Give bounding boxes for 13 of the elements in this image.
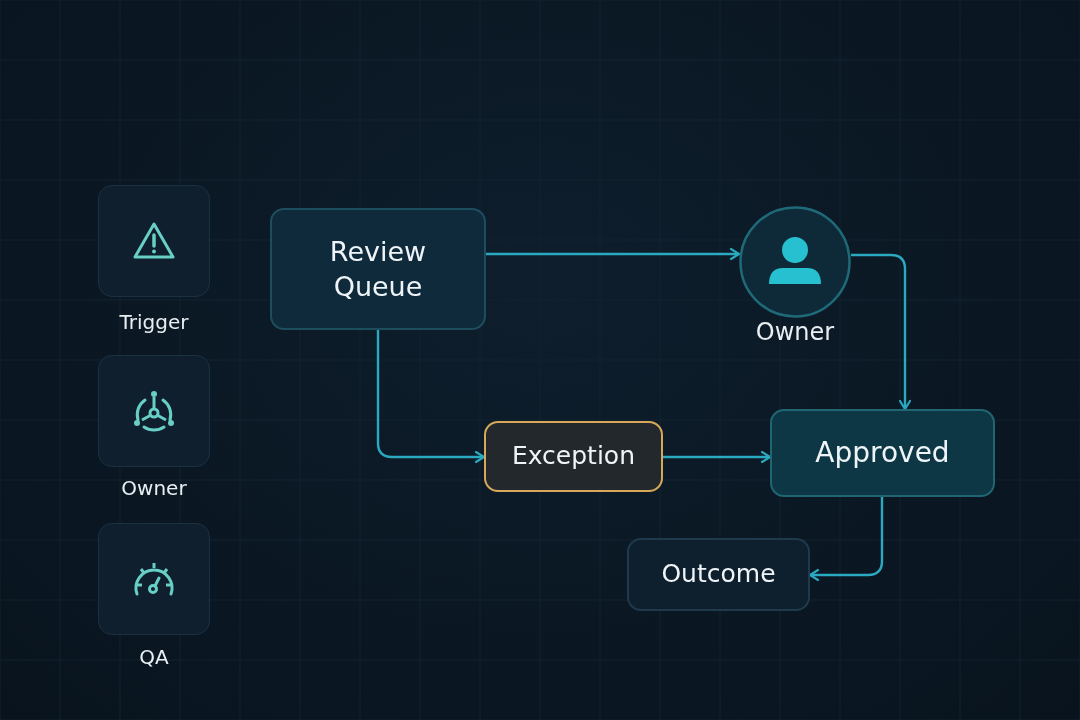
arrow: [486, 247, 741, 261]
arrow: [851, 253, 912, 411]
arrow: [808, 497, 884, 582]
arrow: [376, 330, 486, 464]
process-box: Review Queue: [270, 208, 486, 330]
node-label: Trigger: [119, 310, 189, 334]
node-label: QA: [139, 645, 169, 669]
node-label: Owner: [755, 318, 835, 346]
arrow: [663, 450, 772, 464]
outcome-box: Approved: [770, 409, 995, 497]
node-label: Owner: [121, 476, 187, 500]
process-box: Outcome: [627, 538, 810, 611]
exception-box: Exception: [484, 421, 663, 492]
